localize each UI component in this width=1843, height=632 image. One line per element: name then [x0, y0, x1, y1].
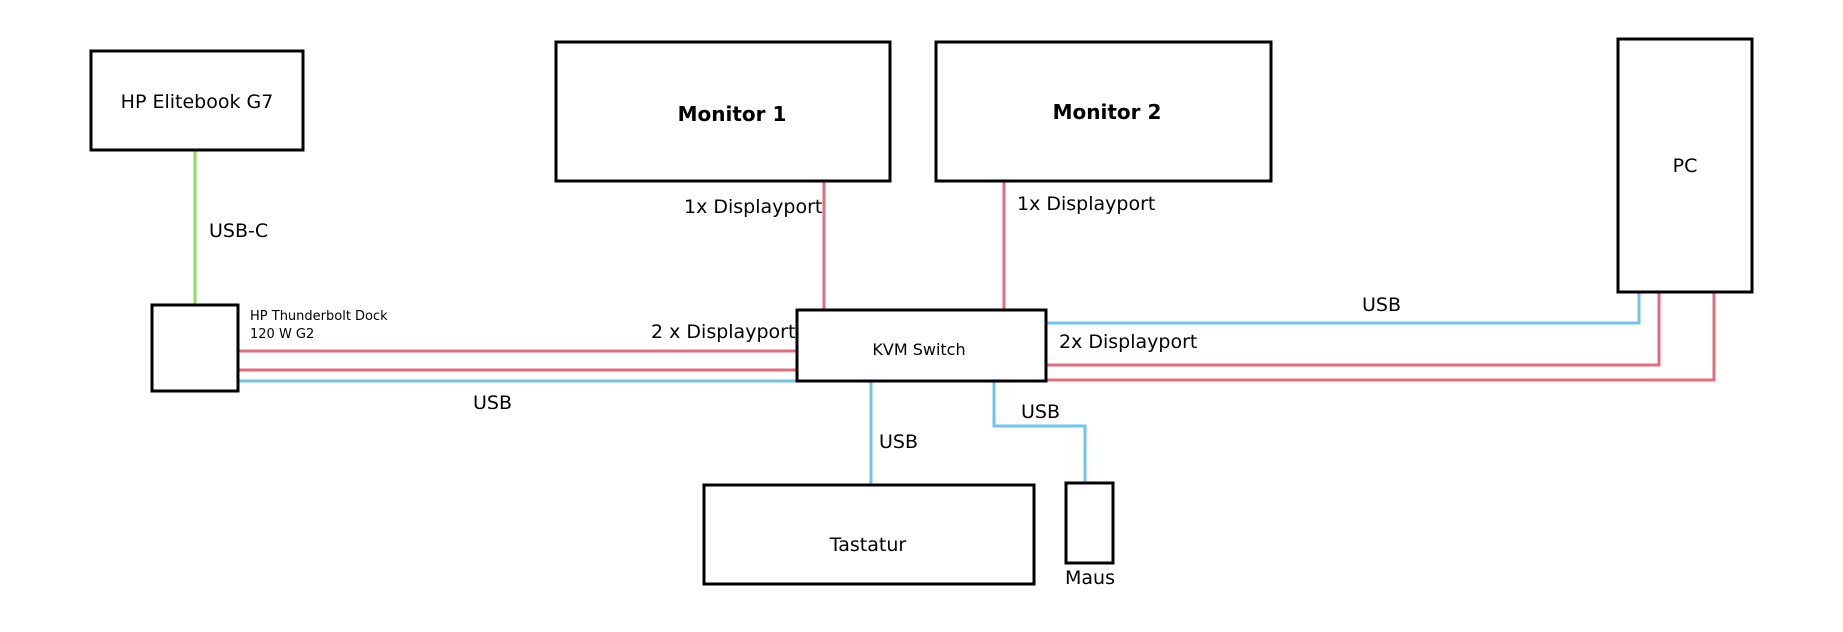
usb-line-kvm-mouse — [992, 381, 1087, 483]
dock-label-line1: HP Thunderbolt Dock — [250, 309, 388, 324]
dock-label-line2: 120 W G2 — [250, 327, 314, 342]
pc-usb-label: USB — [1362, 294, 1401, 316]
keyboard-usb-label: USB — [879, 431, 918, 453]
keyboard-label: Tastatur — [829, 534, 907, 556]
mouse-usb-label: USB — [1021, 401, 1060, 423]
kvm-label: KVM Switch — [872, 340, 965, 359]
monitor1-box — [554, 40, 892, 183]
mouse-label: Maus — [1065, 567, 1115, 589]
mouse-box — [1064, 481, 1115, 565]
pc-label: PC — [1673, 155, 1698, 177]
pc-box — [1616, 37, 1754, 294]
kvm-box — [795, 308, 1048, 383]
monitor1-dp-label: 1x Displayport — [684, 196, 822, 218]
laptop-box — [89, 49, 305, 152]
dock-box — [150, 303, 240, 393]
usbc-label: USB-C — [209, 220, 268, 242]
dock-usb-label: USB — [473, 392, 512, 414]
monitor2-box — [934, 40, 1273, 183]
monitor2-label: Monitor 2 — [1053, 100, 1162, 124]
monitor2-dp-label: 1x Displayport — [1017, 193, 1155, 215]
laptop-label: HP Elitebook G7 — [121, 91, 274, 113]
usb-line-kvm-pc — [1046, 290, 1641, 325]
dp-line-kvm-pc-1 — [1046, 290, 1661, 367]
monitor1-label: Monitor 1 — [678, 102, 787, 126]
pc-dp-label: 2x Displayport — [1059, 331, 1197, 353]
dock-dp-label: 2 x Displayport — [651, 321, 795, 343]
keyboard-box — [702, 483, 1036, 586]
dp-line-kvm-pc-2 — [1046, 290, 1716, 382]
